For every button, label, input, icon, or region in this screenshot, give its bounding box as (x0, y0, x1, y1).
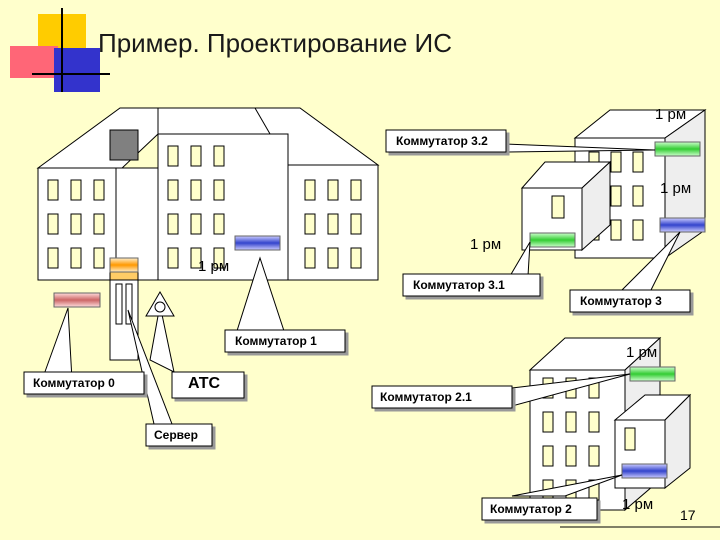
label-kommutator-2-1: Коммутатор 2.1 (380, 390, 472, 404)
switch-blue-1 (234, 235, 281, 251)
callout-boxes (23, 129, 691, 521)
annex-2 (613, 393, 692, 490)
label-ats: АТС (188, 375, 221, 392)
page-title: Пример. Проектирование ИС (98, 28, 453, 58)
callout-pointers (41, 143, 681, 497)
switch-green-3-1 (529, 232, 576, 248)
label-rm-main: 1 рм (198, 258, 230, 275)
label-kommutator-3: Коммутатор 3 (580, 294, 662, 308)
switch-red-0 (53, 292, 101, 308)
label-rm-building-3-top: 1 рм (655, 106, 687, 123)
switch-green-3-2 (654, 141, 701, 157)
label-rm-annex-3: 1 рм (470, 236, 502, 253)
label-kommutator-2: Коммутатор 2 (490, 502, 572, 516)
switch-blue-3 (659, 217, 706, 233)
label-rm-building-3-mid: 1 рм (660, 180, 692, 197)
switch-blue-2 (621, 463, 668, 479)
label-kommutator-3-2: Коммутатор 3.2 (396, 134, 488, 148)
label-server: Сервер (154, 428, 198, 442)
label-kommutator-0: Коммутатор 0 (33, 376, 115, 390)
label-kommutator-1: Коммутатор 1 (235, 334, 317, 348)
page-number: 17 (680, 507, 696, 523)
main-building (36, 107, 380, 361)
label-kommutator-3-1: Коммутатор 3.1 (413, 278, 505, 292)
phone-icon (145, 291, 175, 317)
title-decoration (10, 8, 110, 92)
switches (53, 141, 706, 479)
label-rm-annex-2: 1 рм (622, 496, 654, 513)
switch-green-2-1 (629, 366, 676, 382)
label-rm-building-2: 1 рм (626, 344, 658, 361)
switch-orange-server (109, 257, 139, 273)
main-building-windows (47, 145, 362, 269)
